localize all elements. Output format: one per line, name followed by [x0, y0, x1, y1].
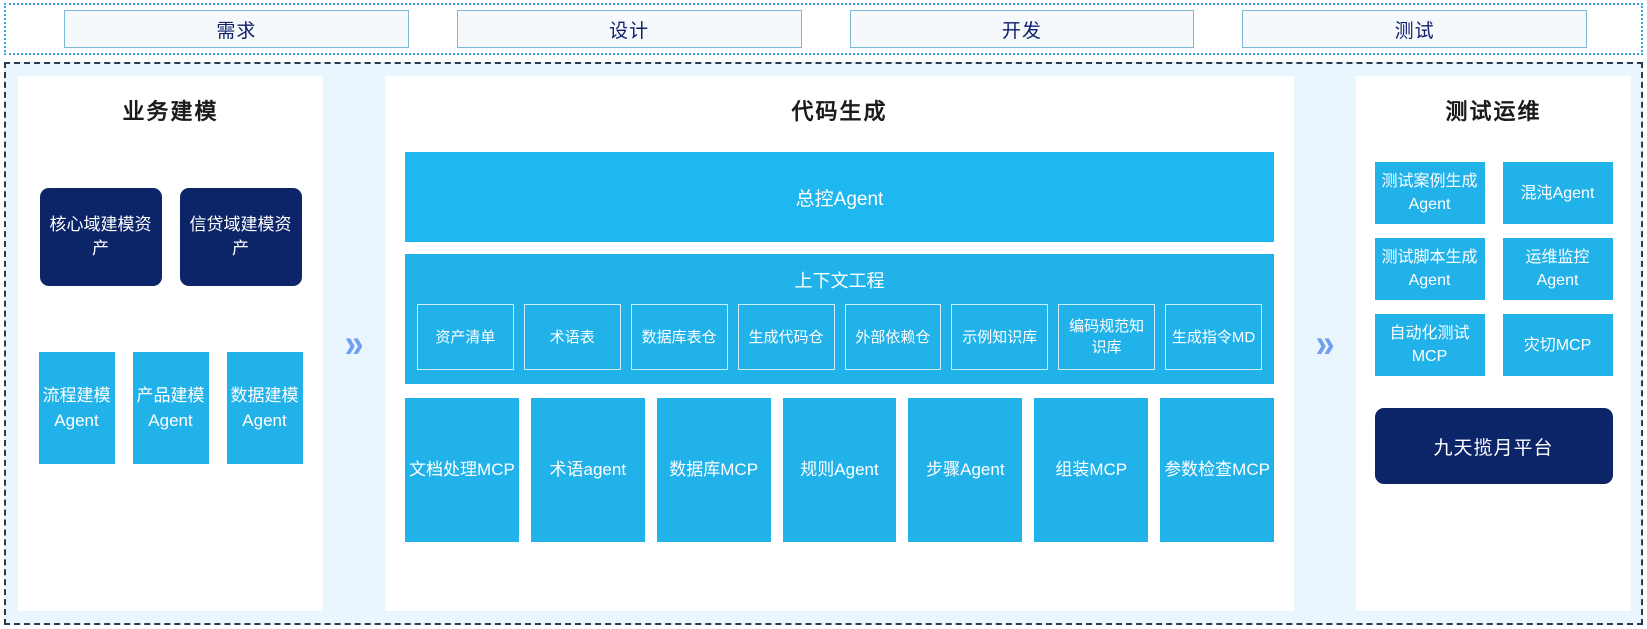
context-item-glossary[interactable]: 术语表 — [523, 304, 621, 370]
platform-jiutian-lanyue[interactable]: 九天揽月平台 — [1374, 408, 1613, 484]
phase-box-testing[interactable]: 测试 — [1242, 10, 1587, 48]
panel-business-modeling: 业务建模 核心域建模资产 信贷域建模资产 流程建模Agent 产品建模Agent… — [18, 76, 323, 611]
panel-title-business-modeling: 业务建模 — [122, 99, 219, 124]
business-asset-group: 核心域建模资产 信贷域建模资产 — [39, 188, 302, 286]
context-item-db-table-repo[interactable]: 数据库表仓 — [630, 304, 728, 370]
mcp-parameter-check[interactable]: 参数检查MCP — [1160, 398, 1275, 542]
phase-box-development[interactable]: 开发 — [849, 10, 1195, 48]
agent-test-script-generation[interactable]: 测试脚本生成Agent — [1374, 238, 1485, 300]
panel-title-test-operations: 测试运维 — [1445, 99, 1542, 124]
context-engineering-title: 上下文工程 — [794, 271, 885, 291]
mcp-automated-testing[interactable]: 自动化测试MCP — [1374, 314, 1485, 376]
panel-code-generation: 代码生成 总控Agent 上下文工程 资产清单 术语表 数据库表仓 生成代码仓 … — [385, 76, 1294, 611]
mcp-database[interactable]: 数据库MCP — [656, 398, 771, 542]
phase-box-design[interactable]: 设计 — [456, 10, 802, 48]
mcp-document-processing[interactable]: 文档处理MCP — [405, 398, 519, 542]
flow-arrow-right: » — [1294, 76, 1356, 611]
agent-data-modeling[interactable]: 数据建模Agent — [226, 352, 303, 464]
phase-strip: 需求 设计 开发 测试 — [4, 3, 1643, 55]
agent-glossary[interactable]: 术语agent — [530, 398, 645, 542]
context-item-generated-code-repo[interactable]: 生成代码仓 — [737, 304, 835, 370]
agent-product-modeling[interactable]: 产品建模Agent — [132, 352, 209, 464]
context-item-generation-instruction-md[interactable]: 生成指令MD — [1165, 304, 1262, 370]
agent-rules[interactable]: 规则Agent — [782, 398, 897, 542]
test-ops-grid: 测试案例生成Agent 混沌Agent 测试脚本生成Agent 运维监控Agen… — [1374, 162, 1613, 376]
modeling-agent-group: 流程建模Agent 产品建模Agent 数据建模Agent — [38, 352, 303, 464]
agent-process-modeling[interactable]: 流程建模Agent — [38, 352, 115, 464]
mcp-agent-row: 文档处理MCP 术语agent 数据库MCP 规则Agent 步骤Agent 组… — [405, 398, 1275, 542]
double-chevron-right-icon: » — [344, 321, 364, 366]
context-item-asset-list[interactable]: 资产清单 — [417, 304, 514, 370]
context-engineering-block: 上下文工程 资产清单 术语表 数据库表仓 生成代码仓 外部依赖仓 示例知识库 编… — [405, 254, 1274, 384]
asset-core-domain-modeling[interactable]: 核心域建模资产 — [39, 188, 162, 286]
agent-steps[interactable]: 步骤Agent — [908, 398, 1023, 542]
double-chevron-right-icon: » — [1315, 321, 1335, 366]
master-control-agent[interactable]: 总控Agent — [405, 152, 1274, 242]
panel-test-operations: 测试运维 测试案例生成Agent 混沌Agent 测试脚本生成Agent 运维监… — [1356, 76, 1631, 611]
context-item-external-dependency-repo[interactable]: 外部依赖仓 — [844, 304, 942, 370]
mcp-assembly[interactable]: 组装MCP — [1034, 398, 1149, 542]
context-item-coding-standard-knowledge-base[interactable]: 编码规范知识库 — [1058, 304, 1156, 370]
flow-arrow-left: » — [323, 76, 385, 611]
context-item-example-knowledge-base[interactable]: 示例知识库 — [951, 304, 1049, 370]
agent-ops-monitoring[interactable]: 运维监控Agent — [1502, 238, 1613, 300]
mcp-disaster-switch[interactable]: 灾切MCP — [1502, 314, 1613, 376]
phase-box-requirements[interactable]: 需求 — [64, 10, 409, 48]
agent-test-case-generation[interactable]: 测试案例生成Agent — [1374, 162, 1485, 224]
context-item-group: 资产清单 术语表 数据库表仓 生成代码仓 外部依赖仓 示例知识库 编码规范知识库… — [417, 304, 1262, 370]
asset-credit-domain-modeling[interactable]: 信贷域建模资产 — [179, 188, 302, 286]
agent-chaos[interactable]: 混沌Agent — [1502, 162, 1613, 224]
panel-title-code-generation: 代码生成 — [791, 99, 888, 124]
architecture-stage: 业务建模 核心域建模资产 信贷域建模资产 流程建模Agent 产品建模Agent… — [4, 62, 1643, 625]
